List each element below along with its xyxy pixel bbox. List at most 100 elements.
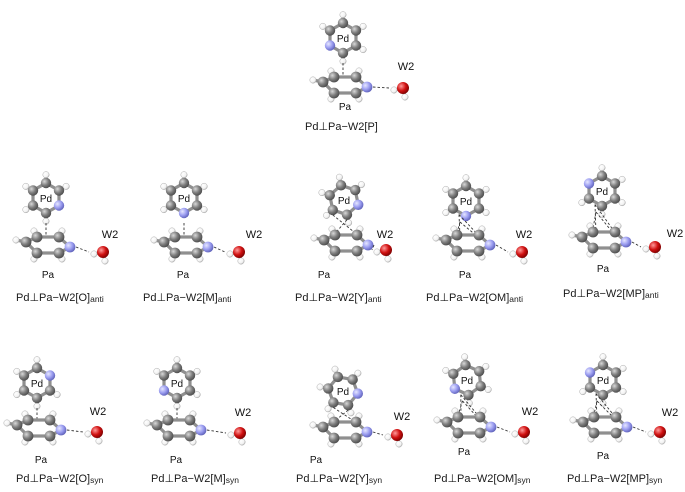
carbon-atom xyxy=(328,432,340,444)
caption-M-anti: Pd⊥Pa−W2[M]anti xyxy=(143,291,231,304)
pd-label: Pd xyxy=(31,379,43,390)
oxygen-atom xyxy=(391,429,403,441)
caption-sub: anti xyxy=(645,290,659,300)
hydrogen-atom xyxy=(193,367,201,375)
hydrogen-atom xyxy=(461,353,469,361)
pd-label: Pd xyxy=(337,34,349,45)
hydrogen-atom xyxy=(599,399,607,407)
caption-O-anti: Pd⊥Pa−W2[O]anti xyxy=(16,291,104,304)
hydrogen-atom xyxy=(22,182,30,190)
hydrogen-atom xyxy=(647,430,655,438)
carbon-atom xyxy=(53,185,65,196)
w2-label: W2 xyxy=(662,407,679,419)
carbon-atom xyxy=(332,371,344,383)
caption-text: Pd⊥Pa−W2[Y] xyxy=(295,292,368,304)
pd-label: Pd xyxy=(460,197,472,208)
caption-sub: anti xyxy=(509,294,523,304)
carbon-atom xyxy=(11,419,23,431)
carbon-atom xyxy=(40,177,52,189)
nitrogen-atom xyxy=(178,207,190,219)
nitrogen-atom xyxy=(44,370,56,381)
nitrogen-atom xyxy=(484,239,496,251)
caption-sub: syn xyxy=(368,475,383,485)
carbon-atom xyxy=(31,362,43,374)
carbon-atom xyxy=(587,226,599,238)
hydrogen-atom xyxy=(482,363,490,370)
carbon-atom xyxy=(474,427,486,439)
carbon-atom xyxy=(169,247,181,259)
hydrogen-atom xyxy=(238,438,246,446)
carbon-atom xyxy=(350,416,362,428)
carbon-atom xyxy=(327,204,338,216)
nitrogen-atom xyxy=(362,239,374,251)
carbon-atom xyxy=(610,427,622,439)
caption-text: Pd⊥Pa−W2[M] xyxy=(143,292,218,304)
pa-label: Pa xyxy=(170,455,183,466)
caption-sub: syn xyxy=(225,475,239,485)
carbon-atom xyxy=(162,414,174,426)
hydrogen-atom xyxy=(642,245,650,253)
hydrogen-atom xyxy=(358,181,365,189)
carbon-atom xyxy=(588,427,600,439)
nitrogen-atom xyxy=(361,426,373,438)
hydrogen-atom xyxy=(511,430,519,438)
w2-label: W2 xyxy=(398,61,415,73)
w2-label: W2 xyxy=(522,406,539,418)
hydrogen-atom xyxy=(484,386,492,393)
carbon-atom xyxy=(178,177,190,189)
carbon-atom xyxy=(328,87,340,99)
carbon-atom xyxy=(460,180,472,192)
oxygen-atom xyxy=(649,241,661,253)
carbon-atom xyxy=(53,231,65,243)
hydrogen-atom xyxy=(359,46,367,54)
carbon-atom xyxy=(452,411,464,423)
hydrogen-atom xyxy=(160,206,168,214)
hydrogen-atom xyxy=(618,175,626,183)
caption-O-syn: Pd⊥Pa−W2[O]syn xyxy=(16,472,103,485)
pd-label: Pd xyxy=(461,376,473,387)
carbon-atom xyxy=(463,389,474,401)
carbon-atom xyxy=(169,231,181,243)
oxygen-atom xyxy=(233,246,245,258)
oxygen-atom xyxy=(234,427,246,439)
carbon-atom xyxy=(460,359,471,371)
carbon-atom xyxy=(452,427,464,439)
hydrogen-atom xyxy=(160,182,168,190)
hydrogen-atom xyxy=(84,430,92,438)
caption-P: Pd⊥Pa−W2[P] xyxy=(305,120,378,133)
caption-MP-anti: Pd⊥Pa−W2[MP]anti xyxy=(563,287,659,300)
carbon-atom xyxy=(350,71,362,83)
carbon-atom xyxy=(20,236,32,248)
carbon-atom xyxy=(337,47,349,59)
pd-label: Pd xyxy=(338,196,350,207)
nitrogen-atom xyxy=(621,421,633,433)
hydrogen-atom xyxy=(143,419,151,427)
caption-sub: syn xyxy=(649,475,663,485)
caption-M-syn: Pd⊥Pa−W2[M]syn xyxy=(151,472,239,485)
nitrogen-atom xyxy=(53,200,65,211)
carbon-atom xyxy=(329,245,341,257)
carbon-atom xyxy=(609,242,621,254)
carbon-atom xyxy=(22,414,34,426)
hydrogen-atom xyxy=(482,185,490,193)
caption-MP-syn: Pd⊥Pa−W2[MP]syn xyxy=(567,472,662,485)
carbon-atom xyxy=(351,245,363,257)
hydrogen-atom xyxy=(324,405,332,413)
carbon-atom xyxy=(184,385,196,396)
pd-label: Pd xyxy=(178,194,190,205)
caption-text: Pd⊥Pa−W2[O] xyxy=(16,292,91,304)
hydrogen-atom xyxy=(619,364,627,372)
pa-label: Pa xyxy=(310,455,323,466)
hydrogen-atom xyxy=(227,431,235,439)
nitrogen-atom xyxy=(202,241,214,253)
hydrogen-atom xyxy=(323,211,330,219)
carbon-atom xyxy=(31,247,43,259)
carbon-atom xyxy=(328,397,339,408)
hydrogen-atom xyxy=(331,365,339,373)
hydrogen-atom xyxy=(309,421,317,429)
w2-label: W2 xyxy=(235,407,252,419)
carbon-atom xyxy=(610,367,622,378)
w2-label: W2 xyxy=(516,229,533,241)
